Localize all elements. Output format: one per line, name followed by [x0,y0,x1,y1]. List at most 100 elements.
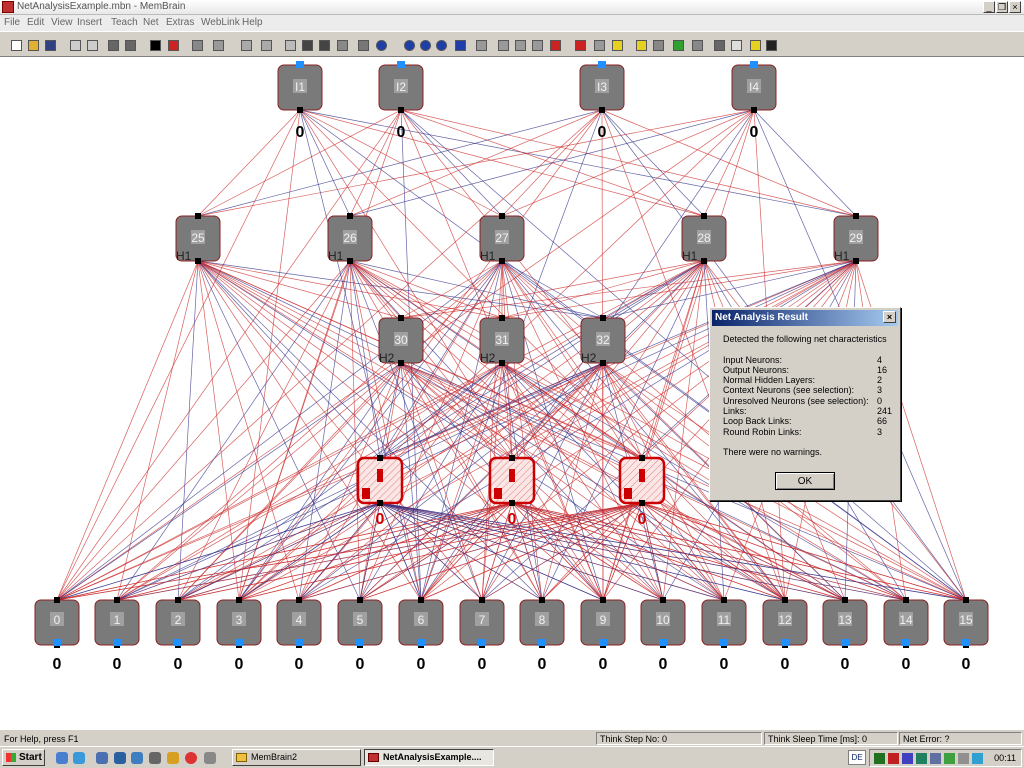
quicklaunch-media-icon[interactable] [131,752,143,764]
zoom-out-icon[interactable] [400,36,417,53]
quicklaunch-outlook-icon[interactable] [96,752,108,764]
output-neuron[interactable]: 40 [276,597,322,673]
task-membrain2[interactable]: MemBrain2 [232,749,361,766]
redo-icon[interactable] [121,36,138,53]
link-tool-icon[interactable] [209,36,226,53]
print-icon[interactable] [710,36,727,53]
output-neuron[interactable]: 60 [398,597,444,673]
new-file-icon[interactable] [7,36,24,53]
zoom-region-icon[interactable] [432,36,449,53]
net-error-icon[interactable] [649,36,666,53]
output-neuron[interactable]: 120 [762,597,808,673]
think-step-icon[interactable] [257,36,274,53]
select-arrow-icon[interactable] [146,36,163,53]
teacher-stop-icon[interactable] [571,36,588,53]
quicklaunch-browser-icon[interactable] [185,752,197,764]
align-top-icon[interactable] [494,36,511,53]
tray-sound-icon[interactable] [930,753,941,764]
context-neuron[interactable]: 0 [488,455,536,528]
open-folder-icon[interactable] [24,36,41,53]
task-netanalysis[interactable]: NetAnalysisExample.... [364,749,494,766]
context-neuron[interactable]: 0 [356,455,404,528]
output-neuron[interactable]: 30 [216,597,262,673]
layer-icon[interactable] [333,36,350,53]
output-neuron[interactable]: 00 [34,597,80,673]
align-left-icon[interactable] [472,36,489,53]
language-indicator[interactable]: DE [848,750,866,765]
lesson-editor-icon[interactable] [632,36,649,53]
dialog-close-button[interactable]: × [883,311,896,323]
output-neuron[interactable]: 150 [943,597,989,673]
quicklaunch-window-icon[interactable] [149,752,161,764]
output-neuron[interactable]: 20 [155,597,201,673]
output-neuron[interactable]: 110 [701,597,747,673]
output-neuron[interactable]: 80 [519,597,565,673]
ok-button[interactable]: OK [775,472,835,490]
context-help-icon[interactable] [762,36,779,53]
start-button[interactable]: Start [2,749,45,766]
tray-antivirus-icon[interactable] [888,753,899,764]
menu-file[interactable]: File [4,17,21,28]
menu-edit[interactable]: Edit [27,17,45,28]
zoom-in-icon[interactable] [372,36,389,53]
input-neuron[interactable]: I20 [378,61,424,141]
copy-icon[interactable] [66,36,83,53]
teacher-settings-icon[interactable] [590,36,607,53]
layer-props-icon[interactable] [354,36,371,53]
add-neuron-icon[interactable] [188,36,205,53]
quicklaunch-explorer-icon[interactable] [73,752,85,764]
think-icon[interactable] [237,36,254,53]
zoom-fit-icon[interactable] [416,36,433,53]
tray-app-icon[interactable] [958,753,969,764]
reset-icon[interactable] [315,36,332,53]
quicklaunch-tool-icon[interactable] [167,752,179,764]
net-info-icon[interactable] [669,36,686,53]
menu-weblink[interactable]: WebLink [201,17,240,28]
minimize-button[interactable]: _ [983,1,995,13]
menu-teach[interactable]: Teach [111,17,138,28]
tray-network-icon[interactable] [874,753,885,764]
menu-help[interactable]: Help [242,17,263,28]
menu-net[interactable]: Net [143,17,159,28]
report-icon[interactable] [688,36,705,53]
context-neuron[interactable]: 0 [618,455,666,528]
help-icon[interactable] [746,36,763,53]
input-neuron[interactable]: I40 [731,61,777,141]
quicklaunch-ie-icon[interactable] [56,752,68,764]
paste-icon[interactable] [83,36,100,53]
input-neuron[interactable]: I10 [277,61,323,141]
neuron-tool-icon[interactable] [164,36,181,53]
tray-update-icon[interactable] [916,753,927,764]
menu-view[interactable]: View [51,17,73,28]
stop-icon[interactable] [298,36,315,53]
menu-insert[interactable]: Insert [77,17,103,28]
tray-battery-icon[interactable] [944,753,955,764]
lesson-icon[interactable] [608,36,625,53]
undo-icon[interactable] [104,36,121,53]
restore-button[interactable]: ❐ [996,1,1008,13]
output-neuron[interactable]: 50 [337,597,383,673]
center-view-icon[interactable] [451,36,468,53]
output-neuron[interactable]: 10 [94,597,140,673]
space-vertical-icon[interactable] [528,36,545,53]
tray-display-icon[interactable] [902,753,913,764]
menu-extras[interactable]: Extras [166,17,195,28]
output-neuron[interactable]: 90 [580,597,626,673]
output-neuron[interactable]: 140 [883,597,929,673]
options-icon[interactable] [727,36,744,53]
teacher-icon[interactable] [546,36,563,53]
quicklaunch-app-icon[interactable] [204,752,216,764]
output-neuron[interactable]: 100 [640,597,686,673]
output-neuron[interactable]: 130 [822,597,868,673]
neuron-shape-icon[interactable] [281,36,298,53]
output-neuron[interactable]: 70 [459,597,505,673]
space-horizontal-icon[interactable] [511,36,528,53]
quicklaunch-search-icon[interactable] [114,752,126,764]
